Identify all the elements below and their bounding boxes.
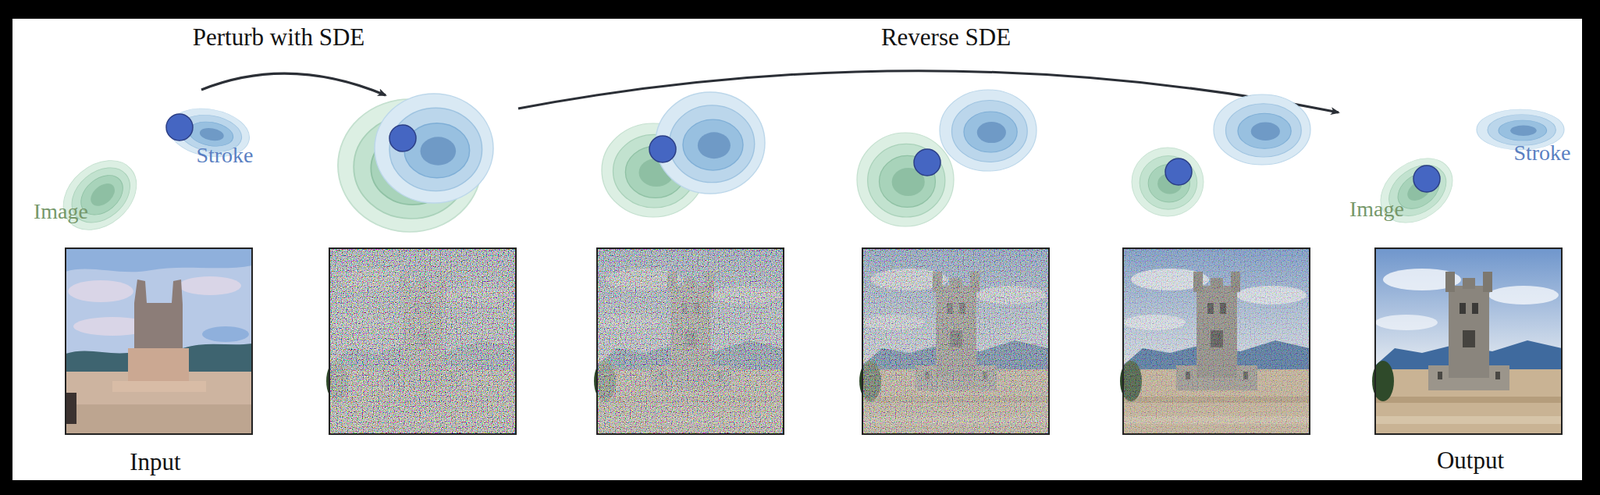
distribution-label: Image	[33, 199, 89, 224]
noisy-image	[1120, 248, 1310, 434]
panel-caption: Output	[1436, 447, 1504, 474]
distribution-label: Stroke	[195, 143, 253, 168]
distribution-stage-2	[337, 93, 494, 232]
noisy-image	[326, 248, 516, 434]
input-image	[65, 248, 253, 434]
distribution-stage-5	[1131, 94, 1311, 217]
panel-caption: Input	[129, 448, 181, 476]
output-image	[1372, 248, 1562, 434]
distribution-label: Image	[1349, 197, 1405, 222]
reverse-arrow	[518, 71, 1339, 113]
distribution-stage-3	[601, 92, 765, 217]
distribution-label: Stroke	[1513, 141, 1571, 166]
noisy-image	[859, 248, 1049, 434]
noisy-image	[593, 248, 784, 434]
distribution-stage-4	[856, 89, 1037, 227]
step-title: Perturb with SDE	[192, 24, 365, 51]
perturb-arrow	[201, 73, 386, 96]
step-title: Reverse SDE	[881, 24, 1011, 51]
